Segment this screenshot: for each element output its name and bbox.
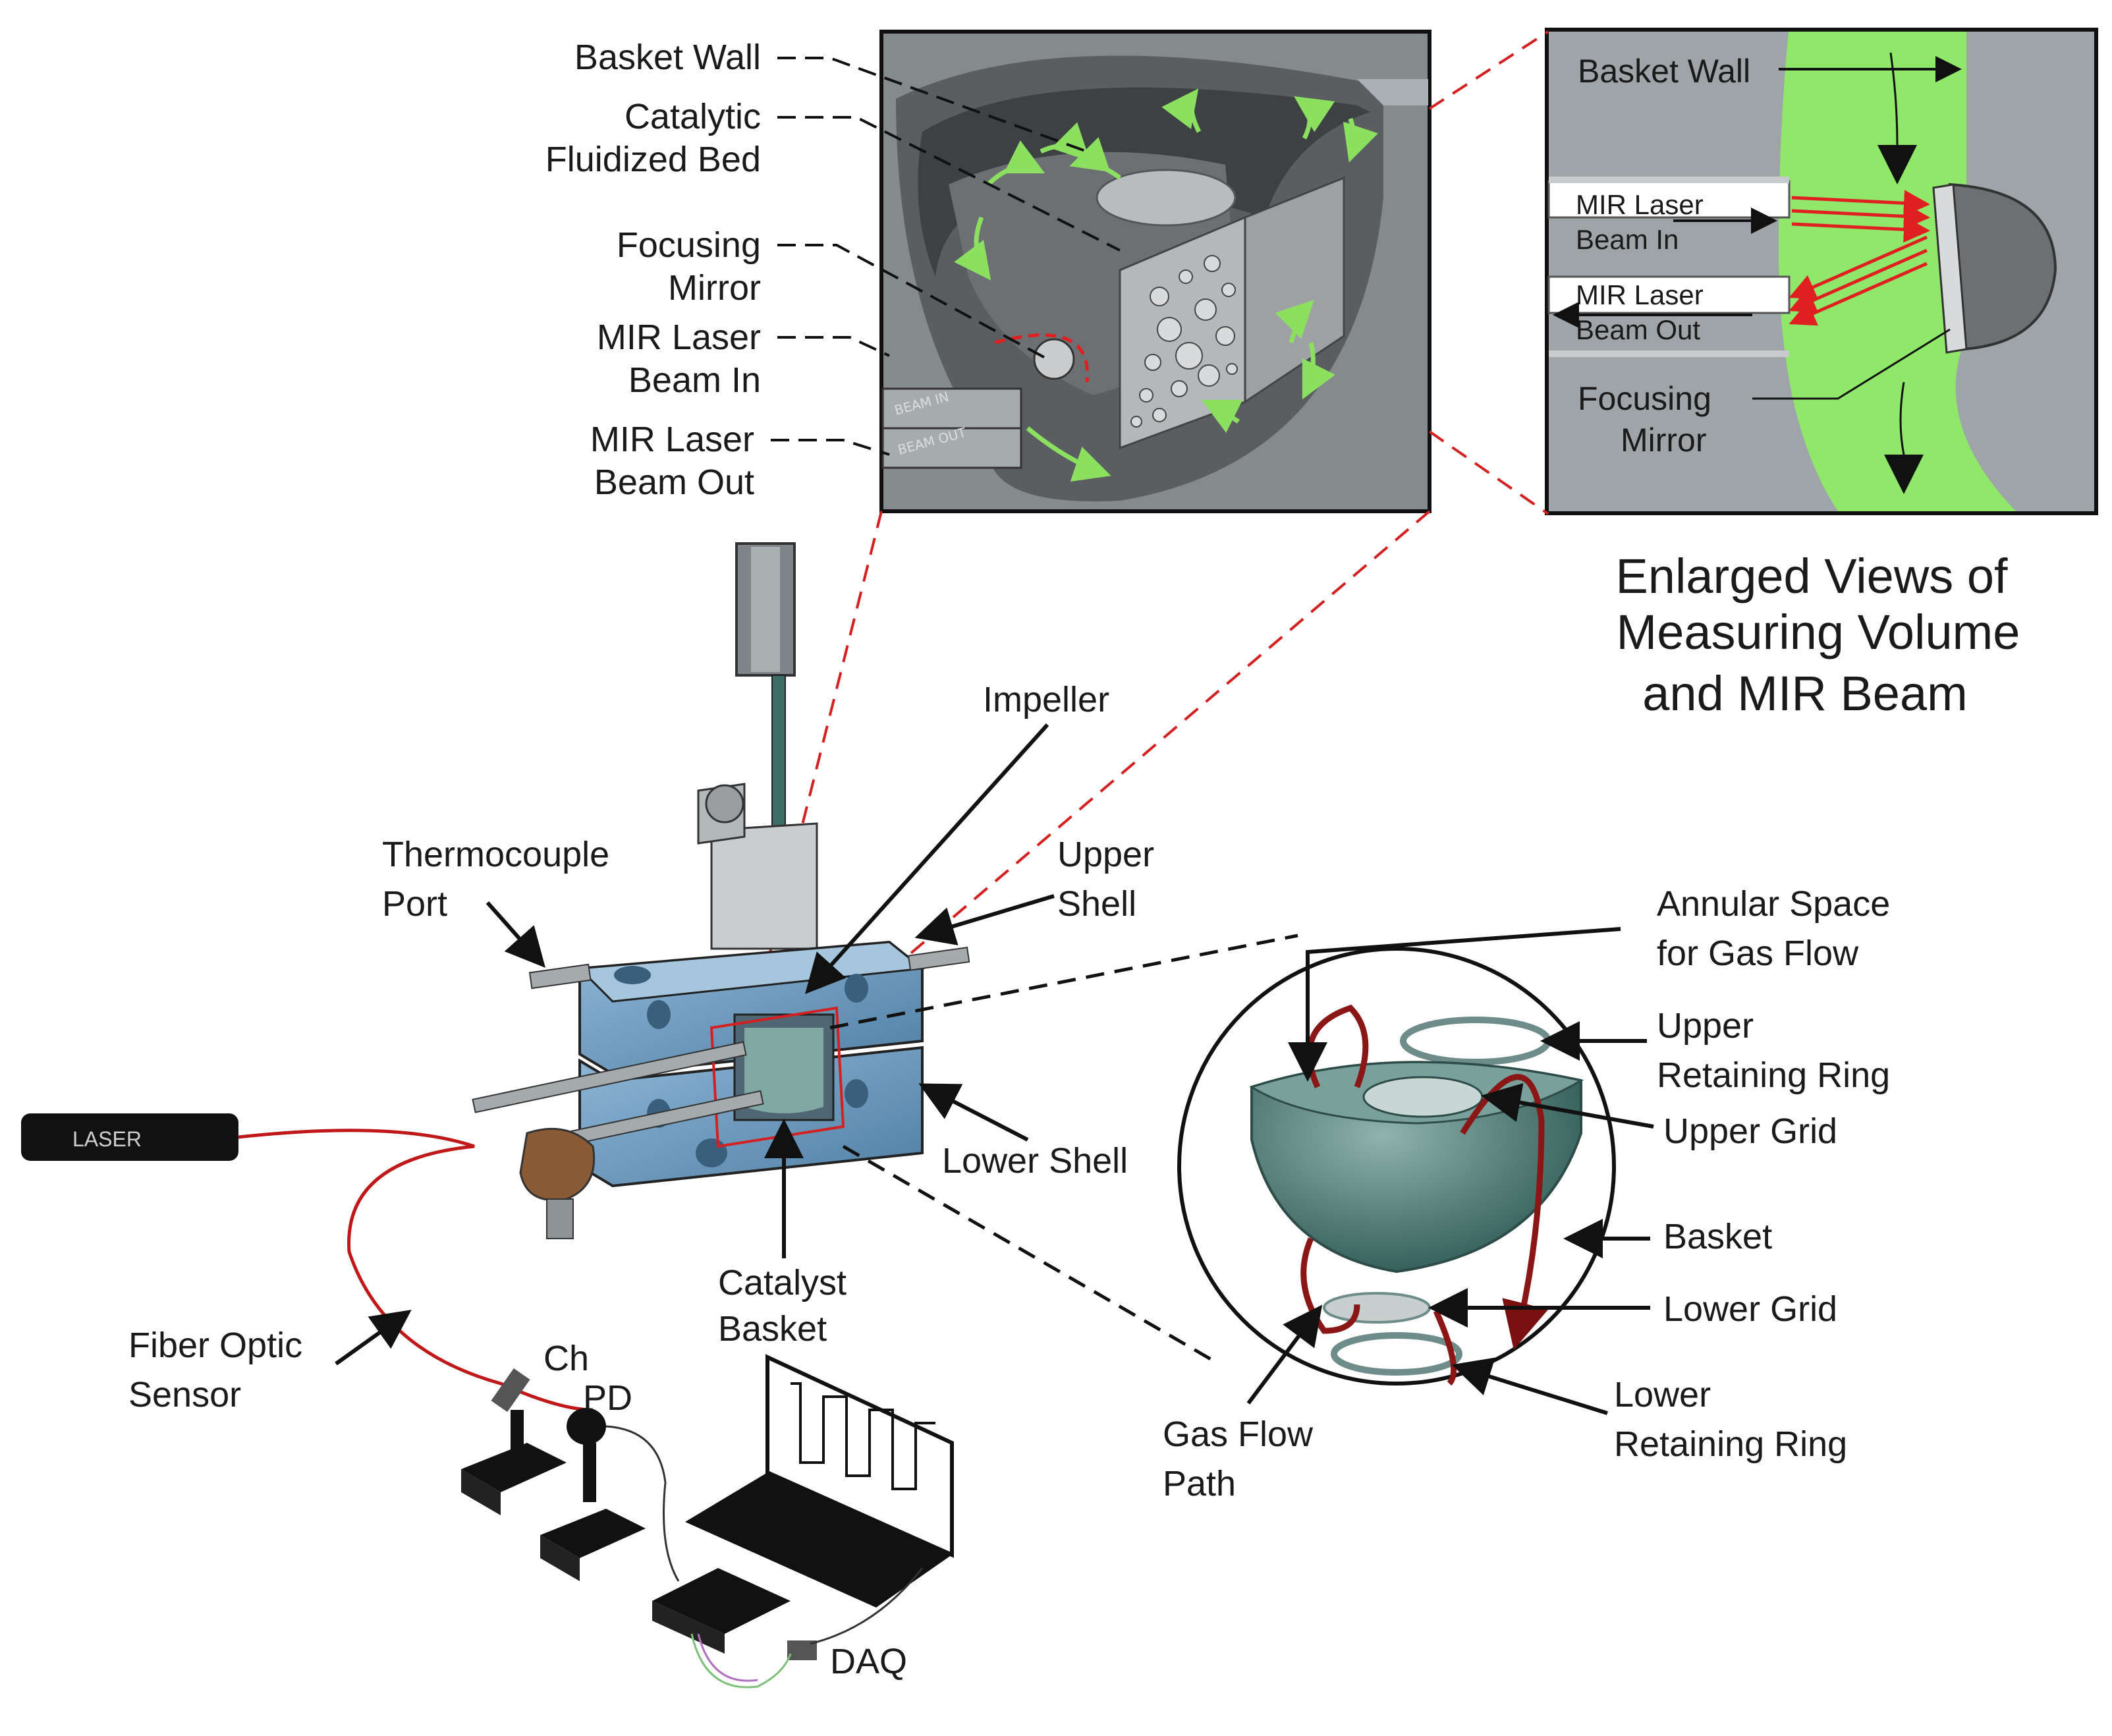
inset-beam-in-label-1: MIR Laser: [1576, 189, 1704, 220]
label-focusing-1: Focusing: [617, 225, 761, 265]
label-beam-out-1: MIR Laser: [590, 420, 754, 459]
label-beam-in-2: Beam In: [628, 360, 761, 400]
flow-arrows: [954, 88, 1379, 482]
bubbles: [1130, 255, 1238, 428]
detail-leader-lines: [829, 934, 1298, 1366]
photodetector: [567, 1408, 606, 1445]
label-basket-wall: Basket Wall: [574, 38, 761, 77]
label-fiber-2: Sensor: [128, 1375, 241, 1414]
laser-label: LASER: [72, 1127, 142, 1151]
cutaway-inset: BEAM IN BEAM OUT: [879, 30, 1431, 513]
inset-focusing-label-2: Mirror: [1621, 422, 1707, 459]
label-catalyst-basket-2: Basket: [718, 1309, 827, 1349]
label-beam-out-2: Beam Out: [594, 462, 754, 502]
beam-out-rays: [1789, 235, 1928, 326]
laptop-keyboard: [685, 1472, 952, 1608]
label-focusing-2: Mirror: [668, 268, 761, 308]
cutaway-labels: Basket Wall Catalytic Fluidized Bed Focu…: [545, 38, 1121, 502]
label-upper-shell-1: Upper: [1057, 835, 1154, 874]
label-daq: DAQ: [830, 1642, 907, 1681]
laser-device: [21, 1113, 238, 1161]
mirror-knob: [1033, 338, 1075, 380]
bolt-holes: [614, 966, 868, 1167]
adjustment-knob: [519, 1127, 596, 1202]
label-thermocouple-2: Port: [382, 884, 447, 924]
inset-focusing-label-1: Focusing: [1578, 380, 1711, 417]
label-catalytic-2: Fluidized Bed: [545, 140, 761, 179]
label-upper-ring-1: Upper: [1657, 1006, 1754, 1046]
beam-in-rays: [1791, 190, 1930, 243]
label-annular-1: Annular Space: [1657, 884, 1890, 924]
reactor-assembly: LASER: [21, 542, 970, 1412]
label-upper-grid: Upper Grid: [1663, 1111, 1837, 1151]
detection-setup: Ch PD DAQ: [461, 1339, 954, 1689]
label-basket: Basket: [1663, 1217, 1772, 1256]
label-annular-2: for Gas Flow: [1657, 934, 1859, 973]
title-line-2: Measuring Volume: [1617, 605, 2020, 659]
label-gas-flow-1: Gas Flow: [1163, 1414, 1314, 1454]
label-impeller: Impeller: [983, 680, 1109, 719]
label-beam-in-1: MIR Laser: [597, 318, 761, 357]
label-lower-grid: Lower Grid: [1663, 1289, 1837, 1329]
basket-detail: Annular Space for Gas Flow Upper Retaini…: [1163, 884, 1890, 1503]
title-block: Enlarged Views of Measuring Volume and M…: [1615, 549, 2020, 721]
label-ch: Ch: [543, 1339, 589, 1378]
reactor-labels: Thermocouple Port Impeller Upper Shell L…: [128, 680, 1154, 1414]
inset-basket-wall-label: Basket Wall: [1578, 53, 1750, 90]
label-upper-ring-2: Retaining Ring: [1657, 1055, 1890, 1095]
label-lower-shell: Lower Shell: [942, 1141, 1128, 1181]
signal-trace: [791, 1382, 935, 1490]
lower-retaining-ring: [1331, 1332, 1462, 1376]
title-line-1: Enlarged Views of: [1615, 549, 2008, 603]
label-thermocouple-1: Thermocouple: [382, 835, 609, 874]
chopper: [491, 1368, 530, 1413]
inset-beam-out-label-2: Beam Out: [1576, 314, 1700, 345]
inset-beam-out-label-1: MIR Laser: [1576, 279, 1704, 310]
label-fiber-1: Fiber Optic: [128, 1326, 302, 1365]
daq-box: [652, 1568, 791, 1634]
label-catalytic-1: Catalytic: [625, 97, 761, 136]
beam-inset: Basket Wall MIR Laser Beam In MIR Laser …: [1545, 28, 2098, 515]
label-lower-ring-1: Lower: [1614, 1375, 1711, 1414]
upper-grid: [1362, 1076, 1484, 1118]
label-lower-ring-2: Retaining Ring: [1614, 1424, 1847, 1464]
inset-beam-in-label-2: Beam In: [1576, 224, 1679, 255]
label-pd: PD: [583, 1378, 632, 1418]
title-line-3: and MIR Beam: [1642, 666, 1968, 721]
lower-grid: [1323, 1292, 1431, 1324]
label-upper-shell-2: Shell: [1057, 884, 1136, 924]
label-catalyst-basket-1: Catalyst: [718, 1263, 847, 1302]
label-gas-flow-2: Path: [1163, 1464, 1236, 1503]
zoom-lines: [736, 30, 1549, 1081]
